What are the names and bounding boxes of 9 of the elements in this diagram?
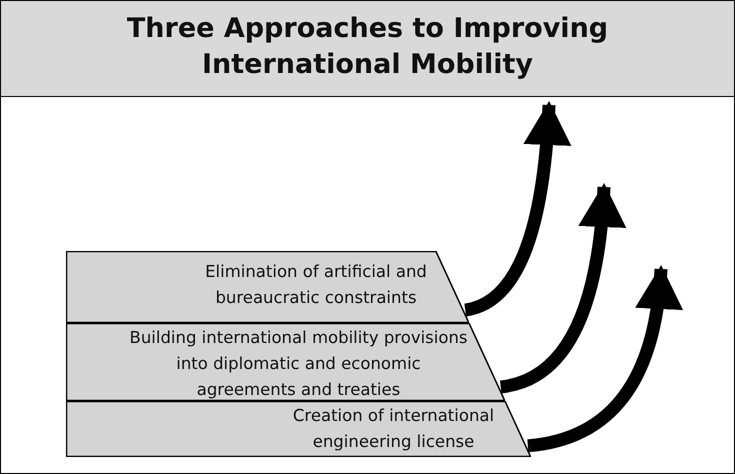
curved-arrow (526, 265, 682, 452)
title: Three Approaches to Improving International Mobility (126, 12, 610, 82)
curved-arrow (499, 183, 626, 394)
band-text: Creation of international engineering license (292, 405, 496, 453)
trapezoid-band (66, 401, 531, 457)
band-text: Elimination of artificial and bureaucratic constraints (204, 261, 428, 309)
trapezoid-band (66, 251, 470, 323)
band-text: Building international mobility provisions into diplomatic and economic agreements and treaties (128, 327, 468, 401)
trapezoid-band (66, 323, 506, 401)
